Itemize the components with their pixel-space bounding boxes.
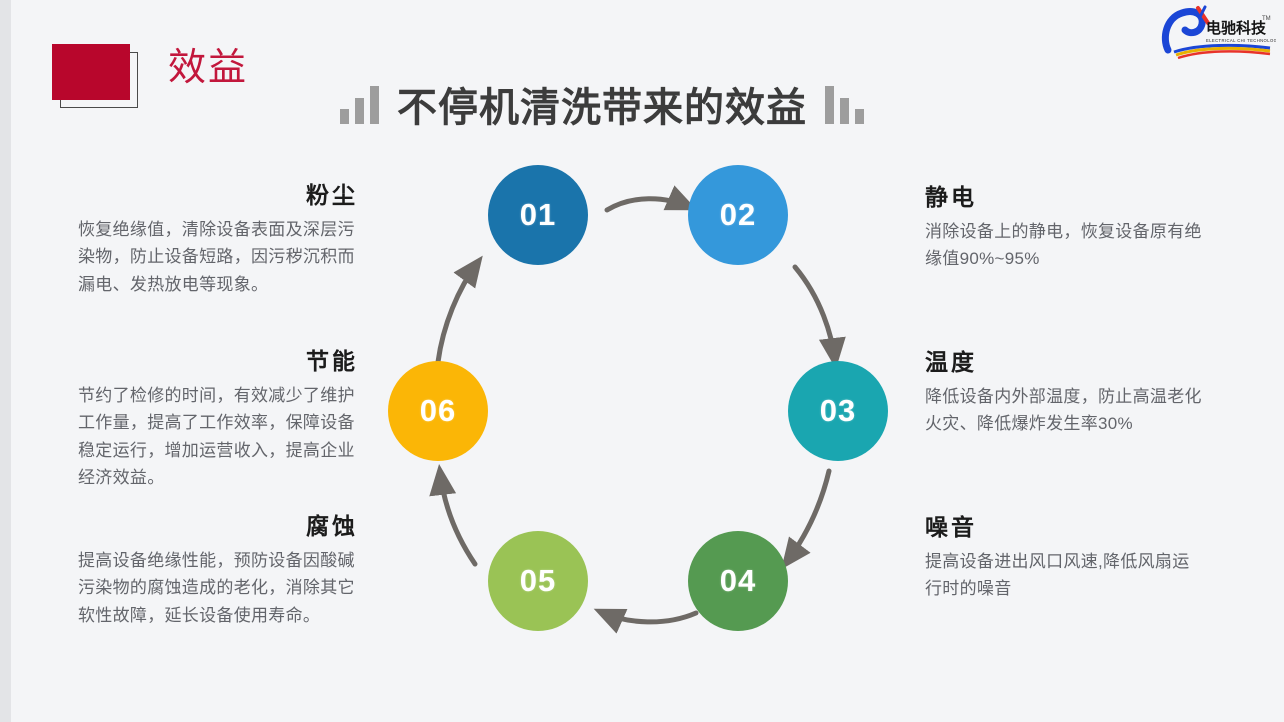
benefit-block-static: 静电 消除设备上的静电，恢复设备原有绝缘值90%~95% [925,184,1205,273]
benefit-dust-body: 恢复绝缘值，清除设备表面及深层污染物，防止设备短路，因污秽沉积而漏电、发热放电等… [78,219,355,294]
arrow-04-to-05 [593,608,699,634]
benefit-corrosion-heading: 腐蚀 [306,513,358,539]
benefit-block-dust: 粉尘 恢复绝缘值，清除设备表面及深层污染物，防止设备短路，因污秽沉积而漏电、发热… [78,182,358,298]
cycle-node-05[interactable]: 05 [488,531,588,631]
cycle-node-02-label: 02 [719,197,757,232]
page-title-text: 不停机清洗带来的效益 [397,86,807,130]
cycle-node-06[interactable]: 06 [388,361,488,461]
cycle-node-02[interactable]: 02 [688,165,788,265]
benefit-energy-heading: 节能 [306,348,358,374]
cycle-node-05-label: 05 [519,563,557,598]
benefit-static-body: 消除设备上的静电，恢复设备原有绝缘值90%~95% [925,221,1202,269]
arrow-05-to-06 [429,464,478,567]
page-title: 不停机清洗带来的效益 [340,66,864,128]
cycle-arrows [429,185,846,634]
cycle-node-06-label: 06 [419,393,457,428]
left-edge-strip [0,0,11,722]
bar-1 [340,109,349,124]
header-badge [52,44,138,108]
arrow-02-to-03 [792,264,846,369]
benefit-block-noise: 噪音 提高设备进出风口风速,降低风扇运行时的噪音 [925,514,1205,603]
logo-chinese-text: 电驰科技 [1206,19,1267,37]
badge-red-shape [52,44,130,100]
benefit-static-heading: 静电 [925,184,977,210]
bar-3 [855,109,864,124]
cycle-node-01-label: 01 [519,197,557,232]
bar-3 [370,86,379,124]
benefit-corrosion-body: 提高设备绝缘性能，预防设备因酸碱污染物的腐蚀造成的老化，消除其它软性故障，延长设… [78,550,355,625]
ascending-bars-icon [340,82,379,128]
logo-english-text: ELECTRICAL CHI TECHNOLOGY [1206,38,1276,43]
header-badge-label: 效益 [168,47,249,89]
cycle-diagram: 01 02 03 04 05 06 [370,165,910,665]
cycle-node-01[interactable]: 01 [488,165,588,265]
arrow-03-to-04 [781,468,832,570]
benefit-block-energy: 节能 节约了检修的时间，有效减少了维护工作量，提高了工作效率，保障设备稳定运行，… [78,348,358,492]
company-logo: 电驰科技 ELECTRICAL CHI TECHNOLOGY TM [1158,4,1280,60]
benefit-energy-body: 节约了检修的时间，有效减少了维护工作量，提高了工作效率，保障设备稳定运行，增加运… [78,385,355,488]
cycle-node-04-label: 04 [719,563,757,598]
benefit-noise-body: 提高设备进出风口风速,降低风扇运行时的噪音 [925,551,1190,599]
arrow-01-to-02 [604,185,698,213]
bar-2 [840,98,849,124]
arrow-06-to-01 [435,255,483,365]
logo-trademark: TM [1262,16,1271,22]
cycle-node-04[interactable]: 04 [688,531,788,631]
bar-1 [825,86,834,124]
cycle-node-03-label: 03 [819,393,857,428]
benefit-block-temperature: 温度 降低设备内外部温度，防止高温老化火灾、降低爆炸发生率30% [925,349,1205,438]
cycle-node-03[interactable]: 03 [788,361,888,461]
benefit-noise-heading: 噪音 [925,514,977,540]
benefit-temperature-body: 降低设备内外部温度，防止高温老化火灾、降低爆炸发生率30% [925,386,1202,434]
benefit-block-corrosion: 腐蚀 提高设备绝缘性能，预防设备因酸碱污染物的腐蚀造成的老化，消除其它软性故障，… [78,513,358,629]
descending-bars-icon [825,82,864,128]
benefit-dust-heading: 粉尘 [306,182,358,208]
bar-2 [355,98,364,124]
benefit-temperature-heading: 温度 [925,349,977,375]
